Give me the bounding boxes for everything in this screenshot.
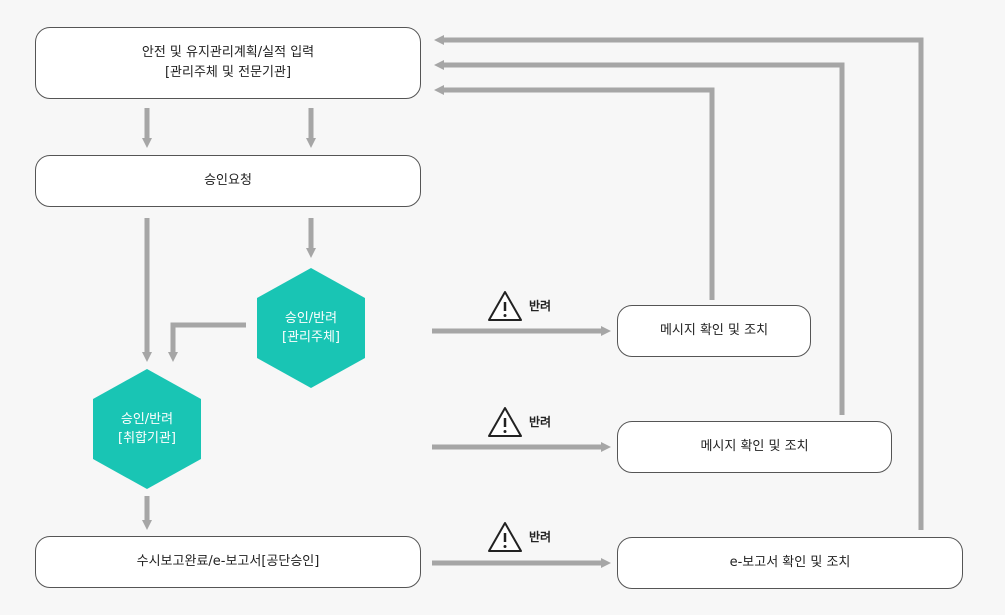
action-box-2-label: 메시지 확인 및 조치 xyxy=(700,439,809,454)
input-box[interactable]: 안전 및 유지관리계획/실적 입력 [관리주체 및 전문기관] xyxy=(35,27,421,99)
warning-icon xyxy=(488,291,522,321)
completion-label: 수시보고완료/e-보고서[공단승인] xyxy=(136,554,320,569)
manager-hex-line1: 승인/반려 xyxy=(284,311,338,326)
agency-hex-line1: 승인/반려 xyxy=(120,412,174,427)
input-box-line2: [관리주체 및 전문기관] xyxy=(164,65,292,80)
reject-label-1: 반려 xyxy=(529,299,552,313)
warning-icon xyxy=(488,407,522,437)
warning-icon xyxy=(488,522,522,552)
reject-label-2: 반려 xyxy=(529,415,552,429)
manager-hex-label: 승인/반려 [관리주체] xyxy=(257,298,365,358)
action-box-3[interactable]: e-보고서 확인 및 조치 xyxy=(617,537,963,589)
manager-hex-line2: [관리주체] xyxy=(282,330,340,345)
arrow-feedback-2 xyxy=(434,60,845,415)
approval-request-box[interactable]: 승인요청 xyxy=(35,155,421,207)
manager-hexagon[interactable] xyxy=(257,268,365,388)
approval-request-label: 승인요청 xyxy=(204,173,252,188)
arrow-feedback-1 xyxy=(434,85,715,300)
agency-hexagon[interactable] xyxy=(93,369,201,489)
action-box-1[interactable]: 메시지 확인 및 조치 xyxy=(617,305,811,357)
agency-hex-line2: [취합기관] xyxy=(118,431,176,446)
action-box-1-label: 메시지 확인 및 조치 xyxy=(659,323,769,338)
action-box-2[interactable]: 메시지 확인 및 조치 xyxy=(617,421,892,473)
action-box-3-label: e-보고서 확인 및 조치 xyxy=(729,555,851,570)
arrow-feedback-3 xyxy=(434,35,924,530)
completion-box[interactable]: 수시보고완료/e-보고서[공단승인] xyxy=(35,536,421,588)
reject-label-3: 반려 xyxy=(529,530,552,544)
arrow-manager-to-agency xyxy=(168,322,246,362)
input-box-line1: 안전 및 유지관리계획/실적 입력 xyxy=(141,45,315,60)
agency-hex-label: 승인/반려 [취합기관] xyxy=(93,399,201,459)
